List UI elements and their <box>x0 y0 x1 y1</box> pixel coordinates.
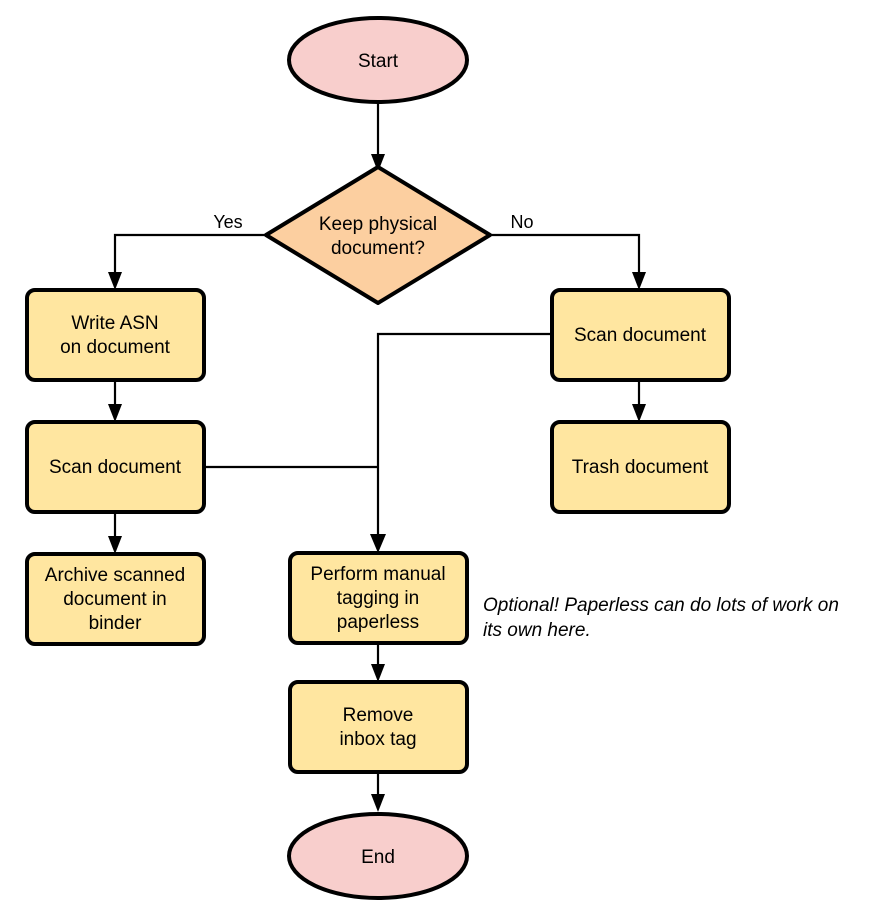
write-asn-label-line2: on document <box>60 337 171 358</box>
archive-label-line1: Archive scanned <box>45 565 185 586</box>
manual-tagging-label-line3: paperless <box>337 612 419 633</box>
scan-document-left-box-shape <box>25 420 206 514</box>
decision-label-line2: document? <box>331 238 425 259</box>
edge-scan-left-to-archive <box>108 512 122 554</box>
note-line1: Optional! Paperless can do lots of work … <box>483 595 839 616</box>
edge-scan-right-to-trash <box>632 380 646 422</box>
archive-box-shape <box>25 552 206 646</box>
manual-tagging-box-shape <box>288 551 469 645</box>
node-write-asn-on-document[interactable]: Write ASN on document <box>25 288 206 382</box>
node-end[interactable]: End <box>287 812 469 900</box>
node-perform-manual-tagging[interactable]: Perform manual tagging in paperless <box>288 551 469 645</box>
edge-label-yes: Yes <box>213 212 242 232</box>
write-asn-box-shape <box>25 288 206 382</box>
trash-document-label: Trash document <box>572 457 709 478</box>
remove-inbox-tag-box-shape <box>288 680 469 774</box>
connectors-layer <box>108 101 646 812</box>
start-ellipse-shape <box>287 16 469 104</box>
end-ellipse-shape <box>287 812 469 900</box>
write-asn-label-line1: Write ASN <box>71 313 158 334</box>
edge-remove-inbox-to-end <box>371 772 385 812</box>
archive-label-line2: document in <box>63 589 167 610</box>
remove-inbox-label-line1: Remove <box>343 705 414 726</box>
archive-label-line3: binder <box>89 613 142 634</box>
decision-diamond-shape <box>264 165 492 305</box>
edge-write-asn-to-scan-left <box>108 380 122 422</box>
node-start[interactable]: Start <box>287 16 469 104</box>
node-scan-document-right[interactable]: Scan document <box>550 288 731 382</box>
scan-document-left-label: Scan document <box>49 457 182 478</box>
node-remove-inbox-tag[interactable]: Remove inbox tag <box>288 680 469 774</box>
edge-decision-yes-to-write-asn <box>108 233 265 290</box>
start-label: Start <box>358 51 399 72</box>
trash-document-box-shape <box>550 420 731 514</box>
edge-label-no: No <box>510 212 533 232</box>
note-optional-paperless: Optional! Paperless can do lots of work … <box>483 595 839 641</box>
edge-decision-no-to-scan-right <box>490 233 646 290</box>
node-decision-keep-physical-document[interactable]: Keep physical document? <box>264 165 492 305</box>
edge-scan-right-to-manual-tagging <box>370 332 552 553</box>
decision-label-line1: Keep physical <box>319 214 437 235</box>
scan-document-right-label: Scan document <box>574 325 707 346</box>
manual-tagging-label-line1: Perform manual <box>310 564 445 585</box>
node-archive-scanned-document[interactable]: Archive scanned document in binder <box>25 552 206 646</box>
edge-start-to-decision <box>371 101 385 172</box>
edge-manual-tagging-to-remove-inbox <box>371 643 385 682</box>
end-label: End <box>361 847 395 868</box>
manual-tagging-label-line2: tagging in <box>337 588 419 609</box>
node-trash-document[interactable]: Trash document <box>550 420 731 514</box>
remove-inbox-label-line2: inbox tag <box>339 729 416 750</box>
scan-document-right-box-shape <box>550 288 731 382</box>
note-line2: its own here. <box>483 620 591 641</box>
node-scan-document-left[interactable]: Scan document <box>25 420 206 514</box>
